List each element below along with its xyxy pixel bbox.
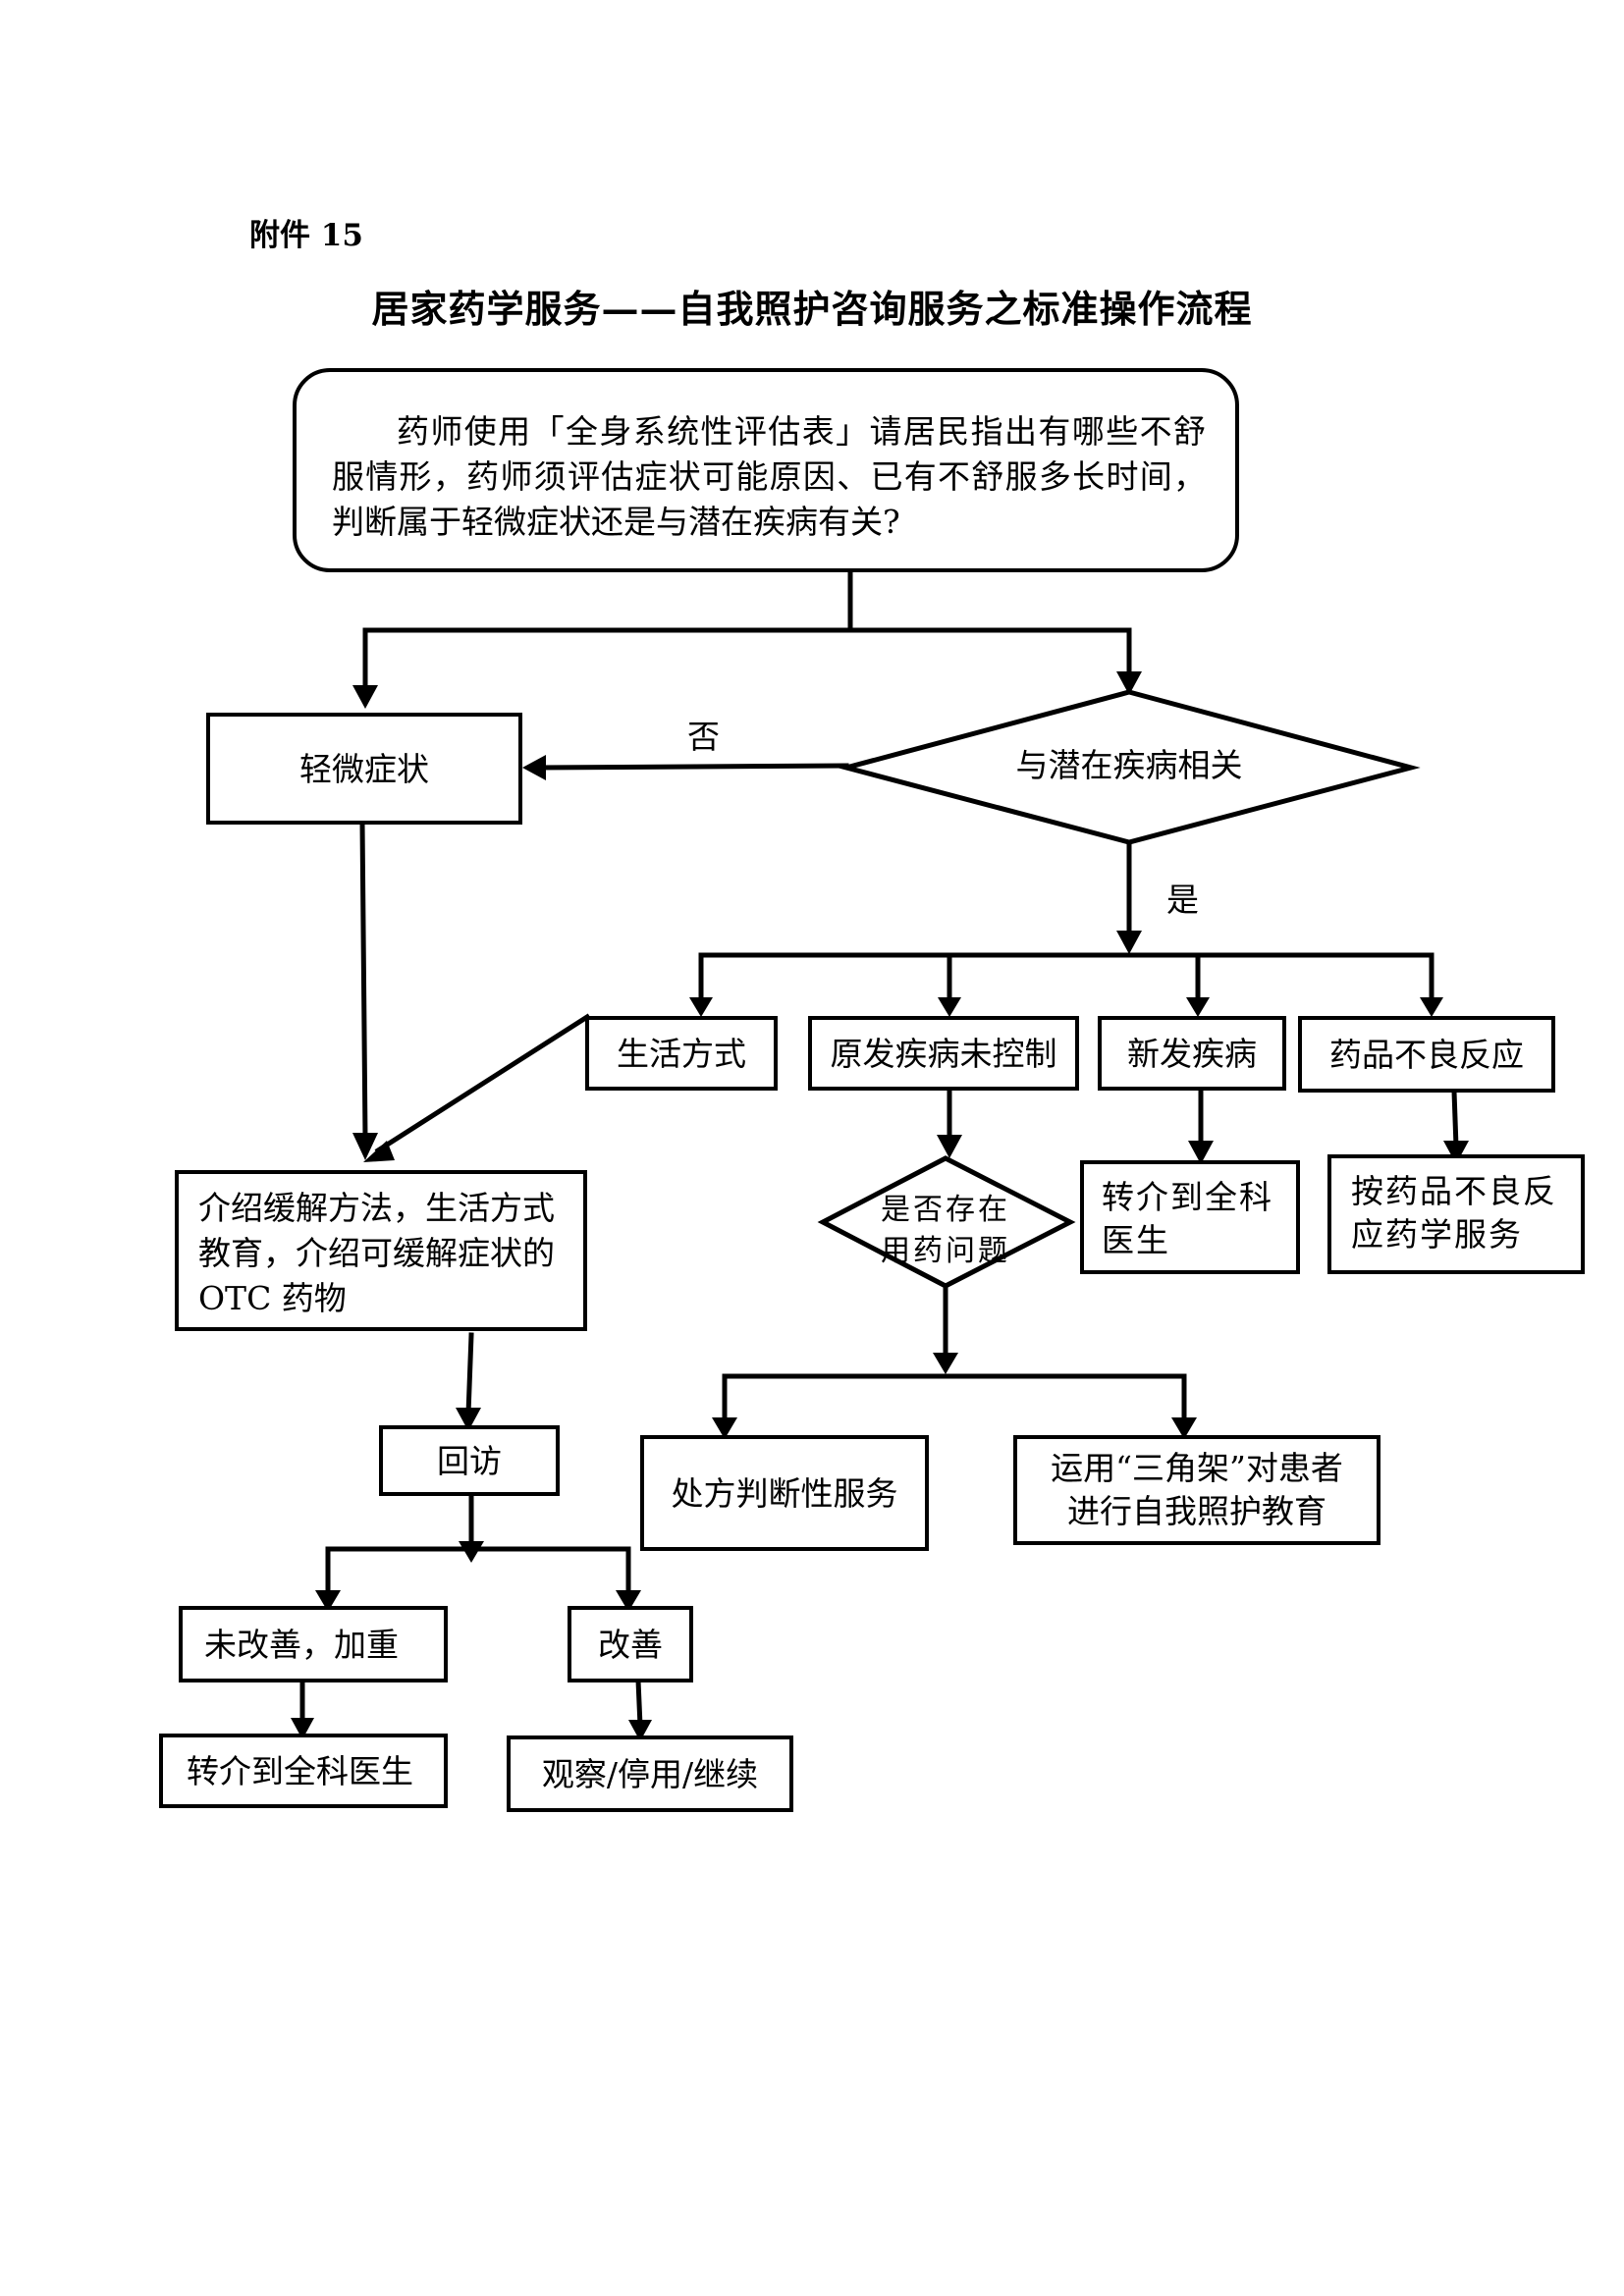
arrow-to-adr-service bbox=[1451, 1089, 1459, 1149]
arrow-mild-to-introduce bbox=[359, 820, 368, 1142]
decision-disease-shape bbox=[837, 689, 1421, 845]
document-title: 居家药学服务——自我照护咨询服务之标准操作流程 bbox=[371, 287, 1253, 331]
arrowhead-new-top bbox=[1186, 997, 1210, 1017]
arrowhead-observe bbox=[628, 1720, 652, 1741]
prescription-service-box: 处方判断性服务 bbox=[640, 1435, 929, 1551]
improved-box: 改善 bbox=[568, 1606, 693, 1682]
arrowhead-triangle bbox=[1171, 1417, 1197, 1439]
attachment-label: 附件 15 bbox=[249, 218, 363, 253]
decision-disease-text: 与潜在疾病相关 bbox=[1015, 746, 1243, 784]
uncontrolled-disease-box: 原发疾病未控制 bbox=[808, 1016, 1079, 1091]
arrowhead-decision bbox=[1116, 671, 1142, 695]
decision-drug-problem-shape bbox=[817, 1155, 1076, 1289]
refer-gp-left-box: 转介到全科医生 bbox=[159, 1734, 448, 1808]
arrowhead-improved bbox=[616, 1590, 641, 1612]
triangle-education-box: 运用“三角架”对患者进行自我照护教育 bbox=[1013, 1435, 1380, 1545]
mild-symptoms-box: 轻微症状 bbox=[206, 713, 522, 825]
arrowhead-drug-down bbox=[933, 1353, 958, 1374]
arrowhead-adr-top bbox=[1420, 997, 1443, 1017]
arrowhead-refer-left bbox=[291, 1718, 314, 1739]
arrowhead-adr-service bbox=[1443, 1141, 1469, 1164]
edge-label-no: 否 bbox=[687, 718, 720, 756]
adverse-reaction-box: 药品不良反应 bbox=[1298, 1016, 1555, 1093]
decision-drug-problem-text: 是否存在 用药问题 bbox=[842, 1190, 1049, 1272]
lifestyle-box: 生活方式 bbox=[585, 1016, 778, 1091]
arrow-no bbox=[535, 763, 849, 771]
arrowhead-mild bbox=[352, 685, 378, 709]
decision-drug-problem-line2: 用药问题 bbox=[881, 1234, 1010, 1268]
arrowhead-uncontrolled-top bbox=[938, 997, 961, 1017]
introduce-relief-box: 介绍缓解方法，生活方式教育，介绍可缓解症状的OTC 药物 bbox=[175, 1170, 587, 1331]
new-disease-box: 新发疾病 bbox=[1098, 1016, 1286, 1091]
arrowhead-followup bbox=[456, 1408, 481, 1431]
not-improved-box: 未改善，加重 bbox=[179, 1606, 448, 1682]
arrowhead-introduce bbox=[352, 1133, 378, 1160]
arrow-to-observe bbox=[635, 1678, 643, 1729]
arrowhead-followup-down bbox=[459, 1541, 484, 1563]
arrowhead-lifestyle-top bbox=[689, 997, 713, 1017]
arrowhead-refer-gp bbox=[1188, 1141, 1214, 1164]
arrow-to-followup bbox=[465, 1332, 474, 1416]
arrowhead-drug bbox=[937, 1135, 962, 1158]
observe-stop-continue-box: 观察/停用/继续 bbox=[507, 1735, 793, 1812]
decision-drug-problem-line1: 是否存在 bbox=[881, 1193, 1010, 1227]
refer-gp-right-box: 转介到全科医生 bbox=[1080, 1160, 1300, 1274]
start-assessment-box: 药师使用「全身系统性评估表」请居民指出有哪些不舒服情形，药师须评估症状可能原因、… bbox=[293, 368, 1239, 572]
arrowhead-not-improved bbox=[315, 1590, 341, 1612]
arrow-lifestyle-to-introduce bbox=[374, 1013, 591, 1154]
adr-service-box: 按药品不良反应药学服务 bbox=[1327, 1154, 1585, 1274]
edge-label-yes: 是 bbox=[1166, 881, 1199, 919]
arrowhead-no bbox=[522, 755, 546, 780]
arrowhead-prescription bbox=[712, 1417, 737, 1439]
follow-up-box: 回访 bbox=[379, 1425, 560, 1496]
arrowhead-lifestyle bbox=[363, 1141, 395, 1162]
arrowhead-yes bbox=[1116, 931, 1142, 954]
